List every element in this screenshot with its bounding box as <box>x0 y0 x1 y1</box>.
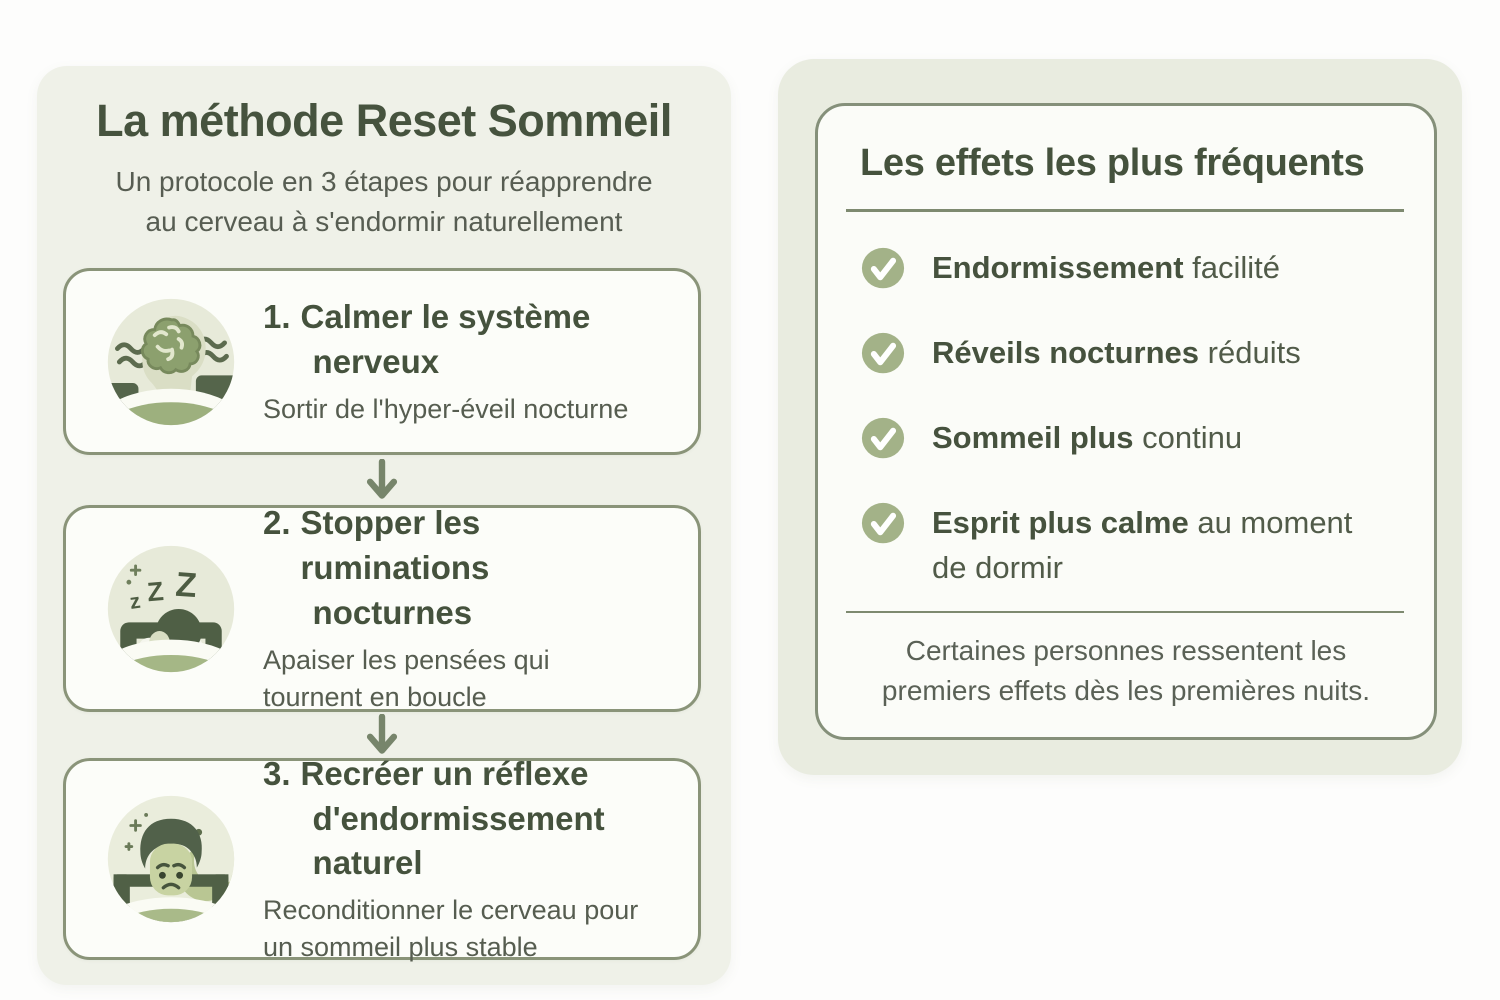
method-title: La méthode Reset Sommeil <box>96 95 672 146</box>
benefit-bold: Sommeil plus <box>932 420 1134 455</box>
benefit-text: Réveils nocturnes réduits <box>932 331 1301 376</box>
step-card-1: 1. Calmer le système nerveux Sortir de l… <box>63 268 701 455</box>
svg-text:z: z <box>128 589 142 613</box>
step-desc-line: Sortir de l'hyper-éveil nocturne <box>263 393 629 424</box>
step-title: 1. Calmer le système nerveux <box>263 295 672 385</box>
step-number: 1. <box>263 298 291 336</box>
step-title-line: Stopper les ruminations <box>300 504 490 587</box>
steps-flow: 1. Calmer le système nerveux Sortir de l… <box>63 268 701 962</box>
checkmark-icon <box>860 332 906 376</box>
step-title: 2. Stopper les ruminations nocturnes <box>263 501 672 636</box>
step-card-2: z Z Z <box>63 504 701 712</box>
benefit-rest: réduits <box>1199 335 1301 370</box>
divider <box>846 610 1404 613</box>
effects-panel: Les effets les plus fréquents Endormisse… <box>778 59 1462 775</box>
step-description: Apaiser les pensées qui tournent en bouc… <box>263 642 672 716</box>
step-title-line: nerveux <box>312 343 440 380</box>
benefits-list: Endormissement facilité Réveils nocturne… <box>860 246 1392 591</box>
benefit-text: Endormissement facilité <box>932 246 1280 291</box>
method-panel: La méthode Reset Sommeil Un protocole en… <box>37 66 731 985</box>
step-card-3: 3. Recréer un réflexe d'endormissement n… <box>63 755 701 962</box>
method-subtitle: Un protocole en 3 étapes pour réapprendr… <box>67 162 701 244</box>
benefit-rest: facilité <box>1183 250 1280 285</box>
step-description: Sortir de l'hyper-éveil nocturne <box>263 391 672 428</box>
benefit-text: Sommeil plus continu <box>932 416 1242 461</box>
svg-text:Z: Z <box>174 565 198 604</box>
benefit-rest: au moment de dormir <box>932 505 1353 585</box>
step-title-line: nocturnes <box>312 593 473 631</box>
benefit-bold: Endormissement <box>932 250 1184 285</box>
benefit-item: Réveils nocturnes réduits <box>860 331 1392 376</box>
step-desc-line: tournent en boucle <box>263 681 487 712</box>
benefit-item: Endormissement facilité <box>860 246 1392 291</box>
checkmark-icon <box>860 417 906 461</box>
down-arrow-icon <box>63 712 701 758</box>
step-text: 2. Stopper les ruminations nocturnes Apa… <box>263 501 672 716</box>
sleeping-zzz-icon: z Z Z <box>104 542 238 676</box>
benefit-bold: Réveils nocturnes <box>932 335 1200 370</box>
benefit-item: Esprit plus calme au moment de dormir <box>860 501 1392 591</box>
step-desc-line: Apaiser les pensées qui <box>263 644 550 675</box>
step-title-line: Calmer le système <box>300 298 591 336</box>
method-subtitle-line: au cerveau à s'endormir naturellement <box>145 206 623 238</box>
step-title: 3. Recréer un réflexe d'endormissement n… <box>263 752 672 887</box>
method-subtitle-line: Un protocole en 3 étapes pour réapprendr… <box>115 165 653 197</box>
step-text: 1. Calmer le système nerveux Sortir de l… <box>263 295 672 428</box>
down-arrow-icon <box>63 455 701 505</box>
worried-sleeper-moon-icon <box>104 792 238 926</box>
footnote-line: Certaines personnes ressentent les <box>905 634 1347 666</box>
benefit-item: Sommeil plus continu <box>860 416 1392 461</box>
svg-text:Z: Z <box>146 576 165 607</box>
step-desc-line: un sommeil plus stable <box>263 932 538 963</box>
anxious-brain-in-bed-icon <box>104 295 238 429</box>
divider <box>846 209 1404 212</box>
benefit-rest: continu <box>1133 420 1243 455</box>
benefit-bold: Esprit plus calme <box>932 505 1189 540</box>
benefit-text: Esprit plus calme au moment de dormir <box>932 501 1382 591</box>
step-title-line: Recréer un réflexe <box>300 754 589 792</box>
checkmark-icon <box>860 247 906 291</box>
effects-footnote: Certaines personnes ressentent les premi… <box>860 631 1392 711</box>
effects-title: Les effets les plus fréquents <box>860 142 1365 184</box>
step-number: 2. <box>263 504 291 542</box>
footnote-line: premiers effets dès les premières nuits. <box>881 674 1371 706</box>
step-title-line: d'endormissement naturel <box>312 799 605 882</box>
step-desc-line: Reconditionner le cerveau pour <box>263 895 639 926</box>
step-number: 3. <box>263 754 291 792</box>
step-text: 3. Recréer un réflexe d'endormissement n… <box>263 752 672 967</box>
effects-card: Les effets les plus fréquents Endormisse… <box>815 103 1437 740</box>
step-description: Reconditionner le cerveau pour un sommei… <box>263 892 672 966</box>
checkmark-icon <box>860 502 906 546</box>
